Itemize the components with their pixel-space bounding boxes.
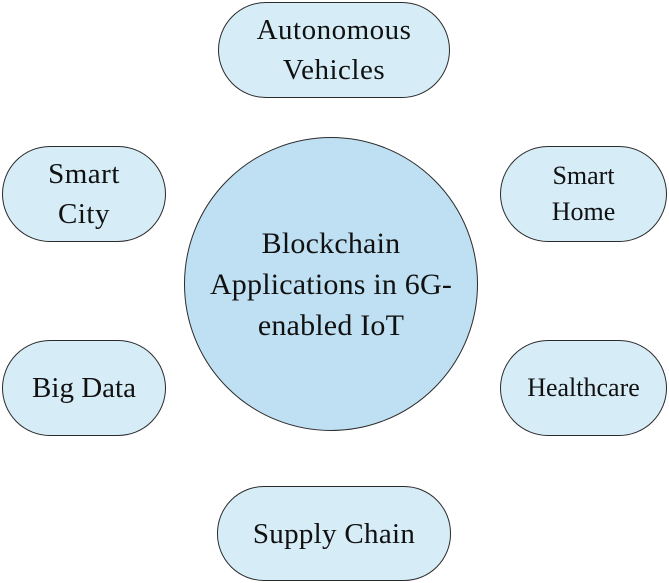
- node-autonomous-vehicles-line-2: Vehicles: [282, 54, 386, 86]
- node-big-data: Big Data: [2, 340, 166, 436]
- node-supply-chain: Supply Chain: [217, 486, 451, 581]
- node-healthcare-label: Healthcare: [527, 373, 640, 402]
- center-topic-line-3: enabled IoT: [257, 308, 405, 342]
- node-big-data-label: Big Data: [32, 372, 136, 404]
- node-healthcare: Healthcare: [500, 340, 667, 436]
- node-smart-home: Smart Home: [500, 146, 667, 242]
- center-topic-line-2: Applications in 6G-: [209, 267, 453, 301]
- node-smart-home-line-2: Home: [551, 197, 616, 226]
- node-autonomous-vehicles: Autonomous Vehicles: [218, 2, 450, 98]
- center-topic-line-1: Blockchain: [261, 226, 401, 260]
- node-smart-city-line-1: Smart: [48, 158, 120, 190]
- node-autonomous-vehicles-line-1: Autonomous: [256, 14, 412, 46]
- node-smart-city: Smart City: [2, 146, 166, 242]
- node-smart-city-line-2: City: [58, 198, 110, 230]
- node-smart-home-line-1: Smart: [552, 161, 615, 190]
- center-topic-circle: Blockchain Applications in 6G- enabled I…: [184, 137, 478, 431]
- node-supply-chain-label: Supply Chain: [252, 517, 416, 550]
